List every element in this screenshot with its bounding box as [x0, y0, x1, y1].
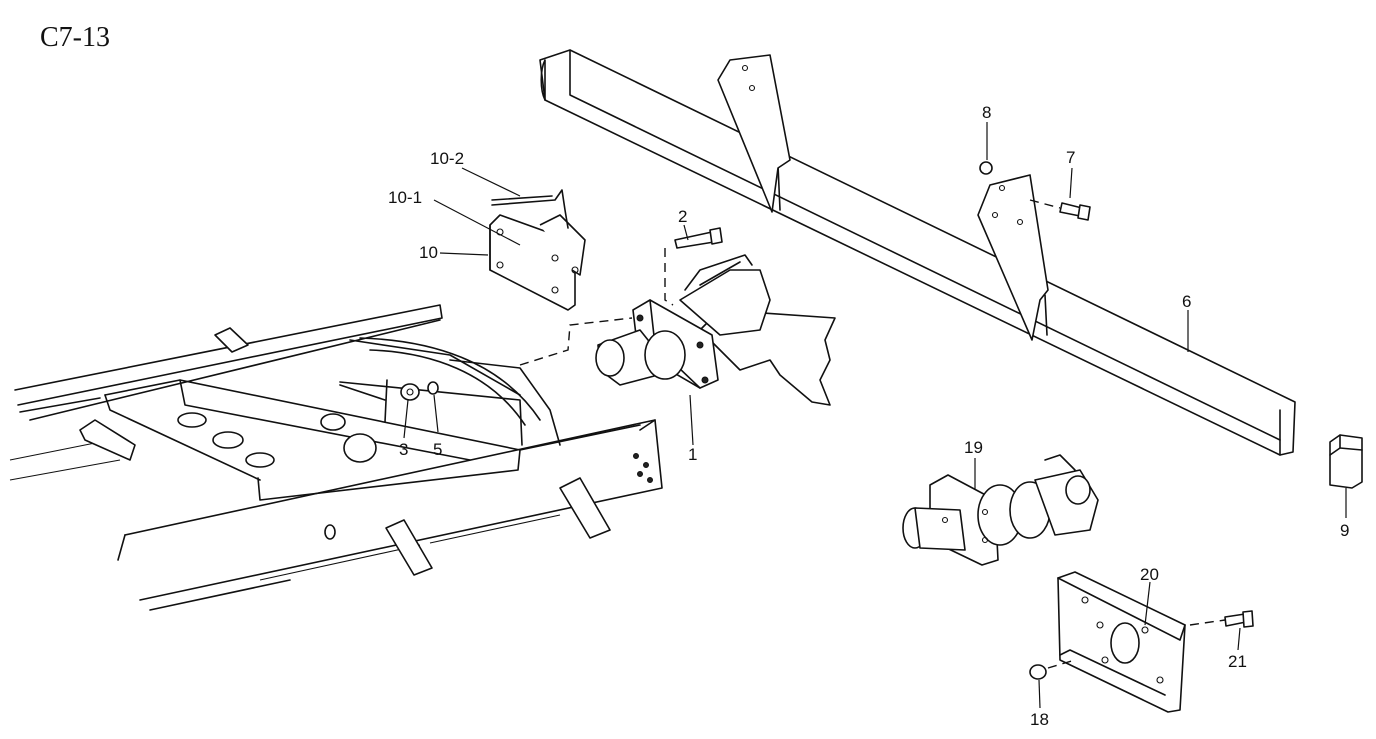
- part-2-bolt: [674, 227, 723, 249]
- callout-9: 9: [1340, 521, 1349, 540]
- assembly-guides: [519, 248, 674, 366]
- part-3-nut: [400, 383, 420, 401]
- callout-21: 21: [1228, 652, 1247, 671]
- part-7-bolt: [1029, 199, 1091, 221]
- part-1-coupling-bracket: [595, 254, 836, 406]
- part-19-coupling: [902, 454, 1099, 566]
- part-20-plate: [1057, 571, 1186, 713]
- part-5-washer: [427, 381, 439, 395]
- callout-5: 5: [433, 440, 442, 459]
- part-8-nut: [979, 161, 993, 175]
- callout-2: 2: [678, 207, 687, 226]
- figure-id: C7-13: [40, 22, 110, 53]
- callout-18: 18: [1030, 710, 1049, 729]
- callout-19: 19: [964, 438, 983, 457]
- chassis-frame: [9, 304, 663, 611]
- callout-8: 8: [982, 103, 991, 122]
- callout-6: 6: [1182, 292, 1191, 311]
- callout-10-1: 10-1: [388, 188, 422, 207]
- callout-labels: 10-2 10-1 10 2 1 3 5 8 7 6 9 19 20 21 18: [388, 103, 1349, 729]
- callout-1: 1: [688, 445, 697, 464]
- part-10-plate: [489, 189, 586, 311]
- callout-10-2: 10-2: [430, 149, 464, 168]
- leader-lines: [403, 122, 1347, 709]
- callout-3: 3: [399, 440, 408, 459]
- part-18-nut: [1029, 659, 1076, 680]
- callout-7: 7: [1066, 148, 1075, 167]
- callout-10: 10: [419, 243, 438, 262]
- part-9-block: [1329, 434, 1363, 489]
- part-21-bolt: [1189, 610, 1254, 628]
- part-6-beam: [539, 49, 1296, 456]
- callout-20: 20: [1140, 565, 1159, 584]
